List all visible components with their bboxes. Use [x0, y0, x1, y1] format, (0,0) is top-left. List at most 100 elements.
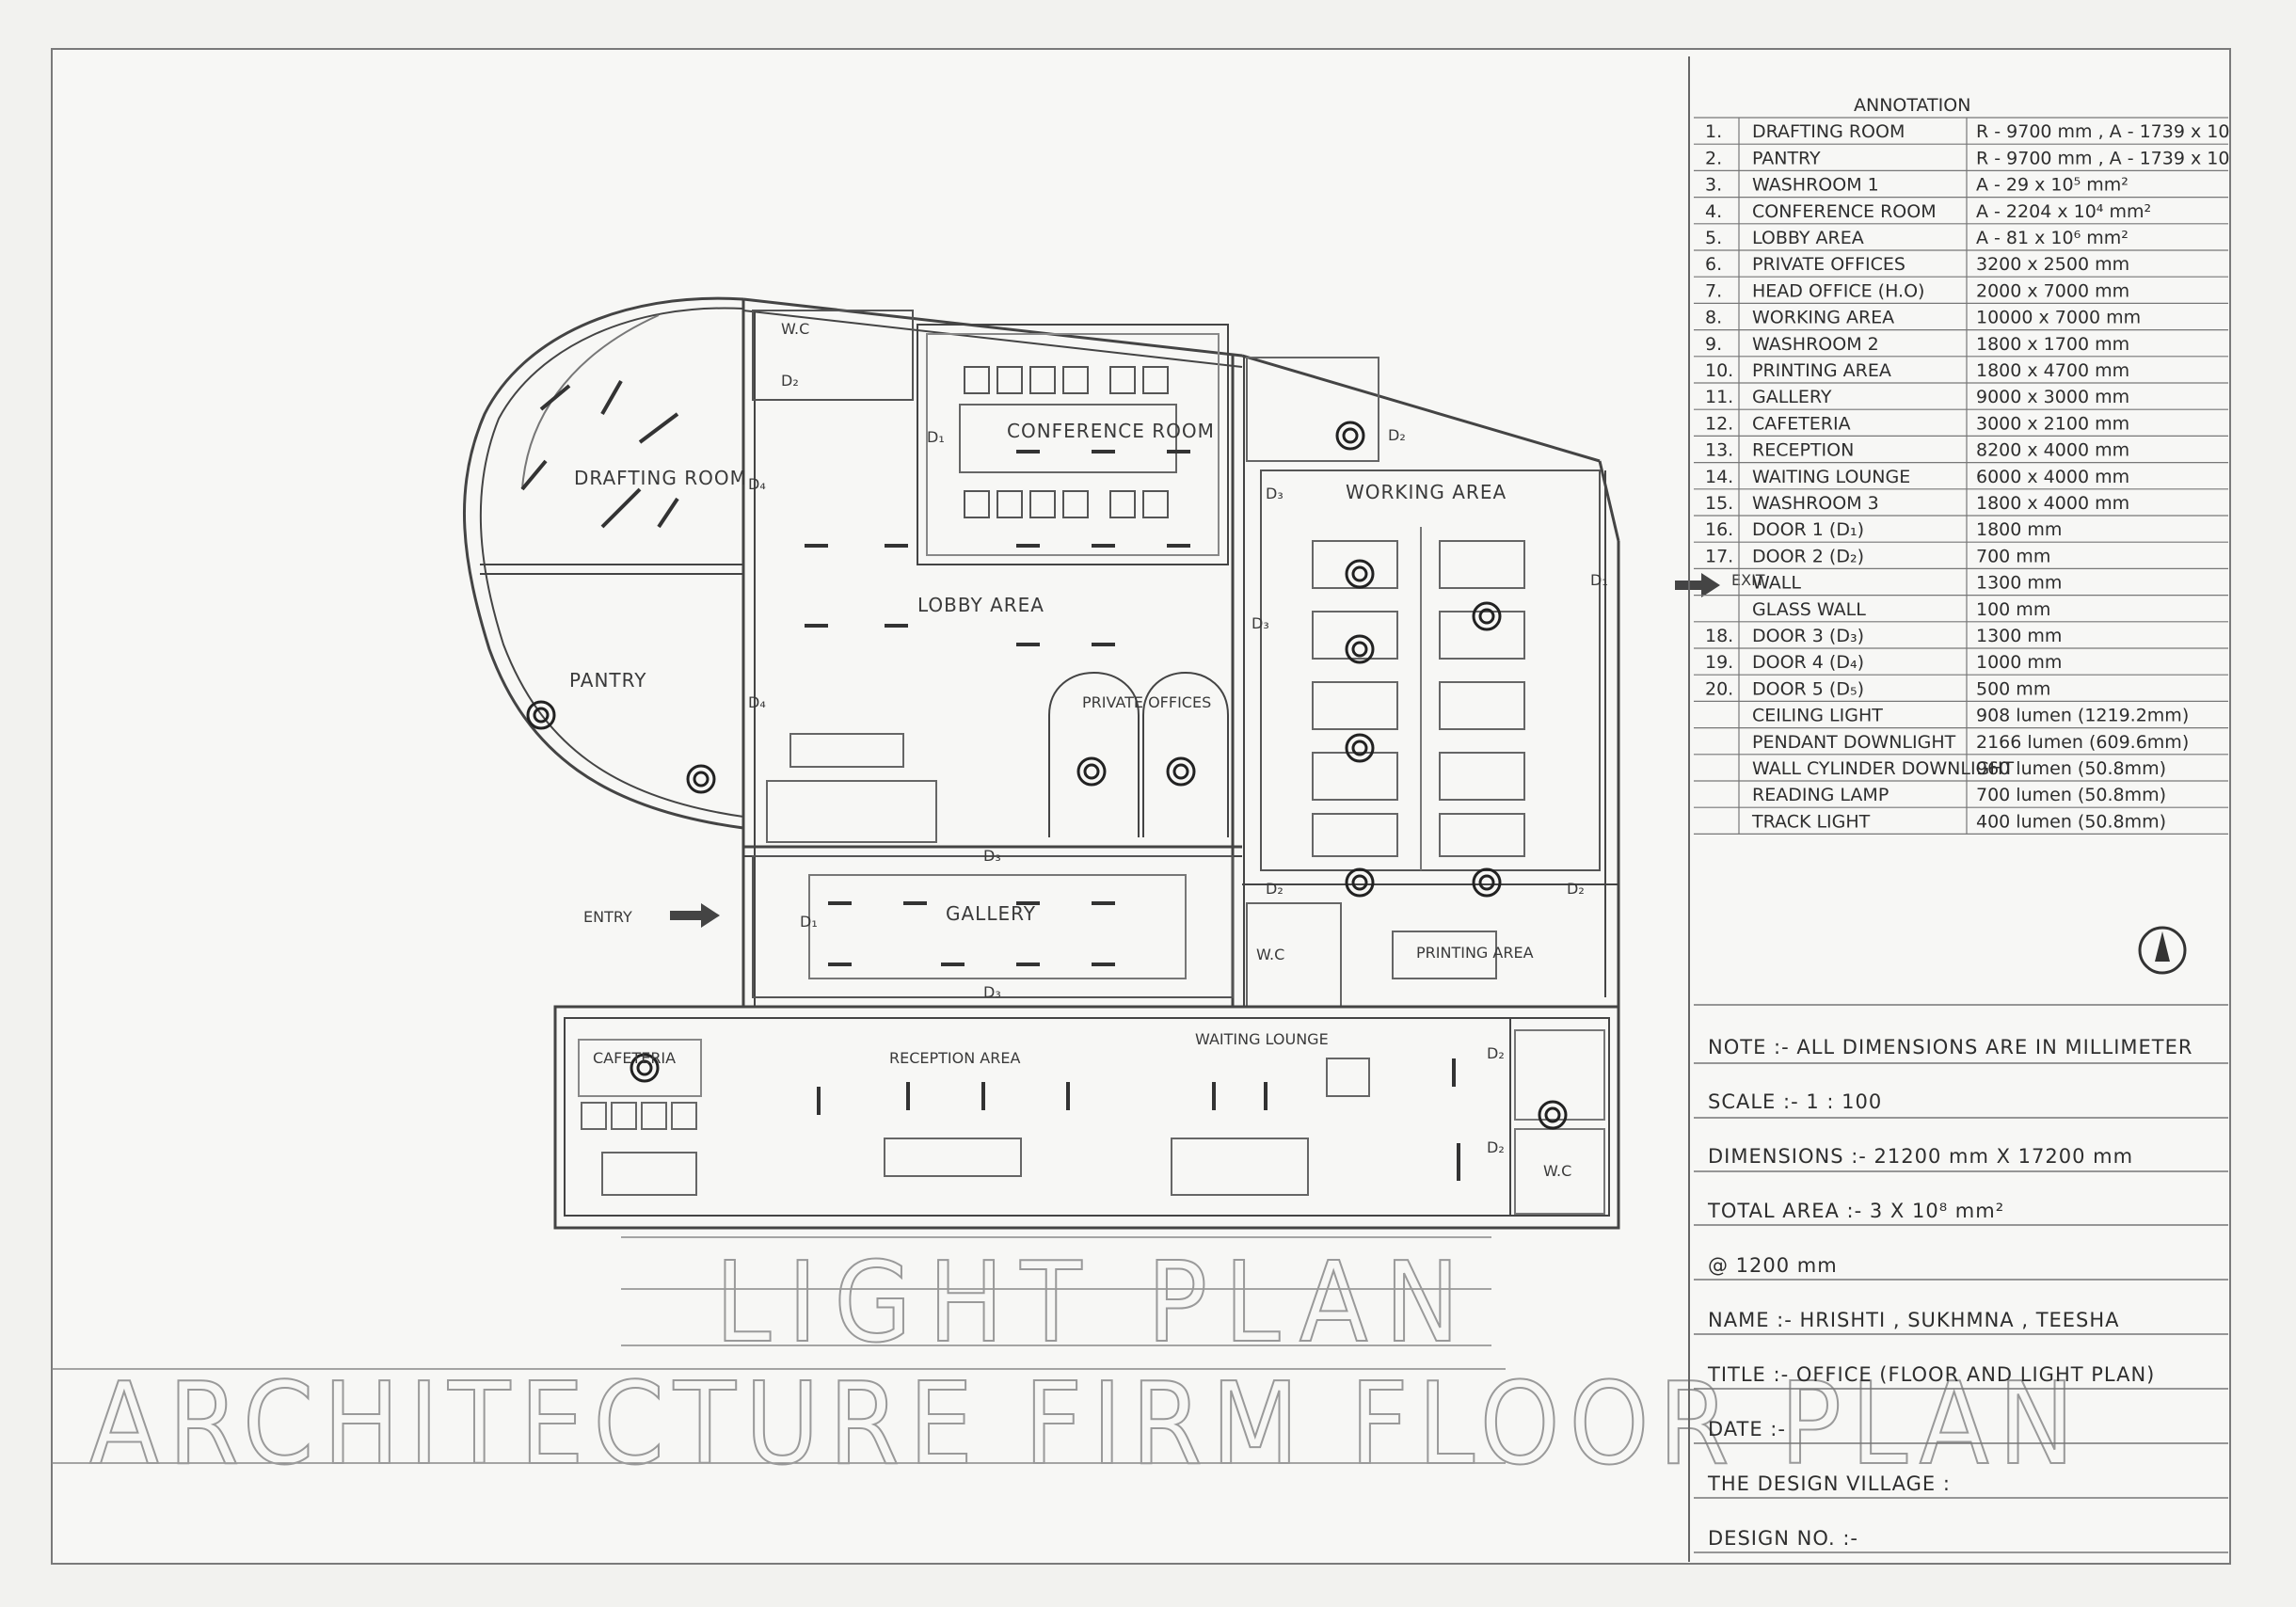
room-label-gallery: GALLERY — [946, 902, 1036, 925]
annotation-name: CAFETERIA — [1752, 413, 1851, 434]
annotation-name: WALL CYLINDER DOWNLIGHT — [1752, 758, 2015, 779]
room-labels: DRAFTING ROOM PANTRY W.C CONFERENCE ROOM… — [569, 320, 1765, 1180]
room-label-cafeteria: CAFETERIA — [593, 1049, 676, 1067]
annotation-value: R - 9700 mm , A - 1739 x 10 — [1976, 121, 2229, 142]
annotation-name: PANTRY — [1752, 148, 1821, 168]
annotation-value: 1000 mm — [1976, 652, 2062, 673]
annotation-heading: ANNOTATION — [1854, 95, 1970, 116]
room-label-waiting: WAITING LOUNGE — [1195, 1030, 1329, 1048]
annotation-value: 960 lumen (50.8mm) — [1976, 758, 2166, 779]
room-label-wc3: W.C — [1543, 1162, 1571, 1180]
annotation-value: 3200 x 2500 mm — [1976, 254, 2129, 275]
door-tag: D₃ — [1252, 614, 1269, 632]
annotation-value: 500 mm — [1976, 678, 2050, 699]
tb-village: THE DESIGN VILLAGE : — [1707, 1472, 1951, 1495]
tb-design-no: DESIGN NO. :- — [1708, 1527, 1858, 1550]
door-tag: D₃ — [983, 983, 1001, 1001]
annotation-name: WASHROOM 3 — [1752, 493, 1879, 514]
annotation-no: 20. — [1705, 678, 1733, 699]
annotation-no: 16. — [1705, 519, 1733, 540]
door-tag: D₂ — [1487, 1044, 1505, 1062]
annotation-value: 8200 x 4000 mm — [1976, 440, 2129, 461]
annotation-table: ANNOTATION 1. DRAFTING ROOM R - 9700 mm , … — [1688, 56, 2229, 1562]
annotation-no: 17. — [1705, 546, 1733, 566]
annotation-name: RECEPTION — [1752, 440, 1854, 461]
annotation-value: 2000 x 7000 mm — [1976, 280, 2129, 301]
exit-label: EXIT — [1731, 571, 1765, 589]
door-tag: D₂ — [781, 372, 799, 390]
entry-arrow-icon — [670, 903, 720, 928]
annotation-name: WAITING LOUNGE — [1752, 467, 1910, 487]
annotation-value: 3000 x 2100 mm — [1976, 413, 2129, 434]
annotation-no: 6. — [1705, 254, 1722, 275]
annotation-name: HEAD OFFICE (H.O) — [1752, 280, 1924, 301]
annotation-name: DRAFTING ROOM — [1752, 121, 1905, 142]
room-label-wc2: W.C — [1256, 946, 1284, 963]
annotation-value: A - 29 x 10⁵ mm² — [1976, 175, 2129, 196]
annotation-value: 908 lumen (1219.2mm) — [1976, 706, 2189, 726]
title-block: NOTE :- ALL DIMENSIONS ARE IN MILLIMETER… — [1694, 1004, 2228, 1553]
annotation-no: 9. — [1705, 334, 1722, 355]
annotation-value: 1800 x 4000 mm — [1976, 493, 2129, 514]
annotation-name: DOOR 5 (D₅) — [1752, 678, 1864, 699]
annotation-value: 1800 mm — [1976, 519, 2062, 540]
annotation-name: CONFERENCE ROOM — [1752, 201, 1937, 222]
tb-total-area: TOTAL AREA :- 3 X 10⁸ mm² — [1707, 1200, 2004, 1222]
annotation-value: 400 lumen (50.8mm) — [1976, 811, 2166, 832]
annotation-value: 2166 lumen (609.6mm) — [1976, 732, 2189, 753]
door-tag: D₃ — [1266, 485, 1284, 502]
room-label-drafting: DRAFTING ROOM — [574, 467, 747, 489]
annotation-value: 1300 mm — [1976, 626, 2062, 646]
annotation-name: WASHROOM 2 — [1752, 334, 1879, 355]
annotation-name: PENDANT DOWNLIGHT — [1752, 732, 1956, 753]
tb-date: DATE :- — [1708, 1418, 1786, 1440]
tb-name: NAME :- HRISHTI , SUKHMNA , TEESHA — [1708, 1309, 2120, 1331]
annotation-name: PRIVATE OFFICES — [1752, 254, 1905, 275]
annotation-name: DOOR 3 (D₃) — [1752, 626, 1864, 646]
tb-dimensions: DIMENSIONS :- 21200 mm X 17200 mm — [1708, 1145, 2133, 1168]
tb-at: @ 1200 mm — [1708, 1254, 1838, 1277]
annotation-no: 11. — [1705, 387, 1733, 407]
door-tag: D₂ — [1388, 426, 1406, 444]
annotation-value: 100 mm — [1976, 599, 2050, 620]
annotation-name: TRACK LIGHT — [1751, 811, 1871, 832]
sheet-border — [51, 48, 2231, 1565]
door-tag: D₂ — [1266, 880, 1284, 898]
annotation-no: 15. — [1705, 493, 1733, 514]
annotation-name: DOOR 2 (D₂) — [1752, 546, 1864, 566]
door-tag: D₄ — [748, 693, 766, 711]
annotation-no: 5. — [1705, 228, 1722, 248]
annotation-name: WALL — [1752, 573, 1801, 594]
tb-scale: SCALE :- 1 : 100 — [1708, 1090, 1882, 1113]
annotation-no: 7. — [1705, 280, 1722, 301]
annotation-name: WORKING AREA — [1752, 308, 1894, 328]
door-tag: D₄ — [748, 475, 766, 493]
annotation-value: 1800 x 4700 mm — [1976, 360, 2129, 381]
room-label-pantry: PANTRY — [569, 669, 646, 692]
tb-title: TITLE :- OFFICE (FLOOR AND LIGHT PLAN) — [1707, 1363, 2155, 1386]
door-tag: D₂ — [1567, 880, 1585, 898]
annotation-no: 19. — [1705, 652, 1733, 673]
annotation-no: 14. — [1705, 467, 1733, 487]
annotation-name: GLASS WALL — [1752, 599, 1866, 620]
annotation-name: CEILING LIGHT — [1752, 706, 1883, 726]
annotation-no: 1. — [1705, 121, 1722, 142]
annotation-name: WASHROOM 1 — [1752, 175, 1879, 196]
annotation-name: GALLERY — [1752, 387, 1832, 407]
annotation-no: 3. — [1705, 175, 1722, 196]
annotation-value: A - 81 x 10⁶ mm² — [1976, 228, 2129, 248]
room-label-printing: PRINTING AREA — [1416, 944, 1534, 962]
annotation-value: 6000 x 4000 mm — [1976, 467, 2129, 487]
room-label-wc1: W.C — [781, 320, 809, 338]
annotation-value: R - 9700 mm , A - 1739 x 10 — [1976, 148, 2229, 168]
tb-note: NOTE :- ALL DIMENSIONS ARE IN MILLIMETER — [1708, 1036, 2192, 1058]
entry-label: ENTRY — [583, 908, 632, 926]
door-tag: D₁ — [927, 428, 945, 446]
annotation-name: LOBBY AREA — [1752, 228, 1864, 248]
annotation-no: 10. — [1705, 360, 1733, 381]
annotation-value: 10000 x 7000 mm — [1976, 308, 2141, 328]
door-tag: D₃ — [983, 847, 1001, 865]
annotation-no: 18. — [1705, 626, 1733, 646]
north-arrow-icon — [2138, 926, 2187, 975]
